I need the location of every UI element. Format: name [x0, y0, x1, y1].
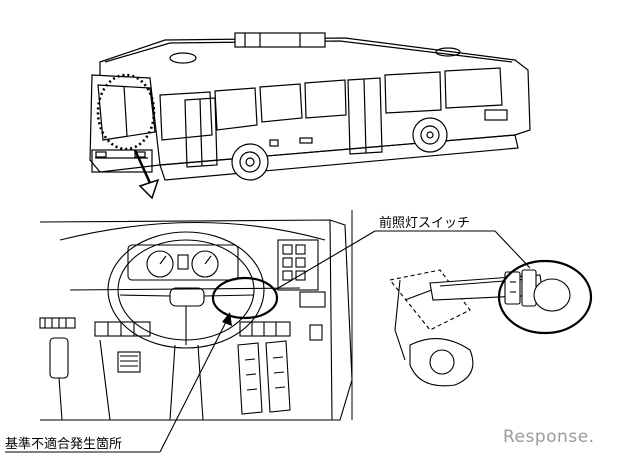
- dashed-highlight-ellipse: [96, 73, 156, 151]
- dashboard-highlight-ellipse: [211, 276, 279, 320]
- defect-pointer-tip: [222, 312, 232, 326]
- bus-illustration: [89, 32, 531, 181]
- pointer-arrow: [133, 149, 160, 200]
- dashboard-illustration: [39, 219, 353, 421]
- response-watermark: Response.: [503, 427, 595, 447]
- leader-headlight-switch: [274, 230, 531, 291]
- headlight-switch-label: 前照灯スイッチ: [379, 216, 471, 231]
- defect-location-label: 基準不適合発生箇所: [5, 437, 123, 452]
- switch-highlight-ellipse: [497, 259, 593, 335]
- switch-detail-illustration: [389, 269, 571, 387]
- leader-defect-location: [5, 317, 229, 453]
